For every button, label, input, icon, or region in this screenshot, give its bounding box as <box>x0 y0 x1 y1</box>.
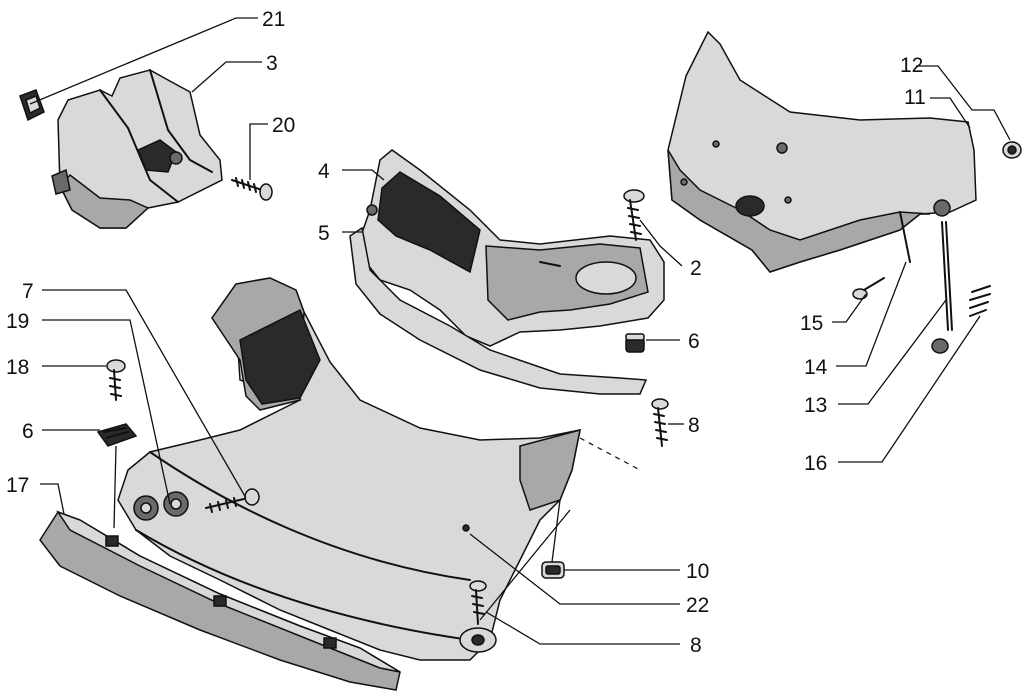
callout-21: 21 <box>262 8 285 31</box>
callout-5: 5 <box>318 222 330 245</box>
callout-6-lower: 6 <box>22 420 34 443</box>
callout-15: 15 <box>800 312 823 335</box>
callout-numbers: 21 3 20 4 5 2 6 8 12 11 15 14 13 16 7 19… <box>6 8 926 657</box>
callout-14: 14 <box>804 356 828 379</box>
part-16-spring <box>969 285 991 317</box>
callout-6-upper: 6 <box>688 330 700 353</box>
part-10-grommet <box>541 561 565 579</box>
part-5-gasket <box>349 226 648 395</box>
callout-7: 7 <box>22 280 34 303</box>
part-12-nut <box>1002 141 1022 159</box>
part-17-trim-strip <box>39 510 401 691</box>
part-8-screw-lower <box>469 580 487 625</box>
part-4-trim-frame <box>355 149 665 347</box>
leader-lines <box>29 17 1011 645</box>
callout-16: 16 <box>804 452 827 475</box>
callout-10: 10 <box>686 560 709 583</box>
part-22-lower-panel <box>117 277 641 661</box>
part-18-screw <box>106 359 126 401</box>
callout-17: 17 <box>6 474 29 497</box>
callout-19: 19 <box>6 310 29 333</box>
part-14-rod <box>941 221 953 331</box>
part-11-cover <box>667 30 977 273</box>
callout-18: 18 <box>6 356 29 379</box>
part-13-nut <box>931 338 949 354</box>
callout-4: 4 <box>318 160 330 183</box>
part-6-grommet-upper <box>625 333 645 353</box>
callout-22: 22 <box>686 594 709 617</box>
part-7-screw <box>205 488 260 513</box>
part-20-screw <box>231 177 273 201</box>
callout-8-lower: 8 <box>690 634 702 657</box>
callout-13: 13 <box>804 394 827 417</box>
callout-20: 20 <box>272 114 295 137</box>
part-3-housing <box>51 69 223 229</box>
part-8-screw-upper <box>651 398 669 447</box>
callout-8-upper: 8 <box>688 414 700 437</box>
part-2-screw <box>623 189 645 241</box>
part-15-screw <box>852 277 885 300</box>
part-6-clip-lower <box>96 423 138 447</box>
part-21-clip <box>19 89 45 122</box>
callout-3: 3 <box>266 52 278 75</box>
callout-12: 12 <box>900 54 923 77</box>
callout-2: 2 <box>690 257 702 280</box>
callout-11: 11 <box>904 86 926 109</box>
